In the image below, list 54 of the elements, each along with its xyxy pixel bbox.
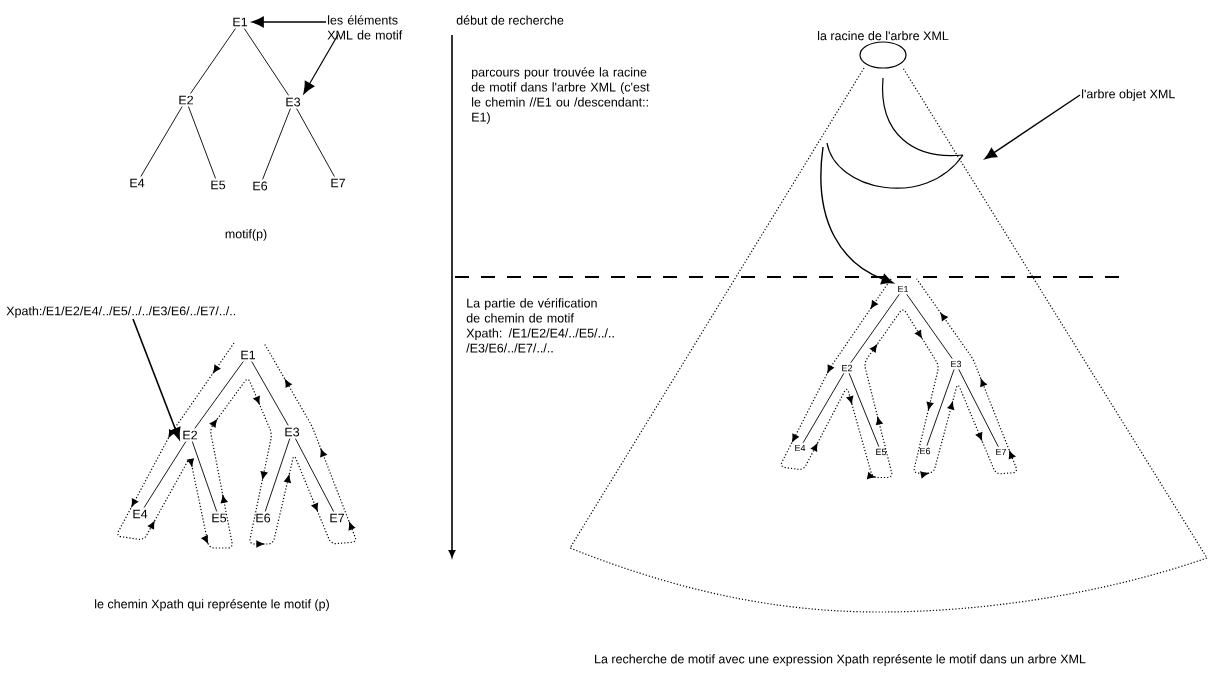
tree-node-label: E4	[130, 178, 145, 188]
tree-node-label: E5	[211, 180, 226, 190]
leader-line	[132, 318, 181, 440]
note-text: parcours pour trouvée la racine de motif dans l'arbre XML (c'est le chemin //E1 ou /descendant:: E1)	[471, 67, 650, 124]
tree-node-label: E1	[233, 17, 248, 27]
tree-node-label: E1	[898, 285, 909, 293]
tree-line	[251, 361, 289, 426]
tree-line	[850, 293, 900, 364]
tree-line	[190, 28, 236, 94]
tree-node-label: E2	[183, 430, 197, 440]
note-text: motif(p)	[225, 229, 267, 241]
tree-node-label: E6	[256, 513, 271, 523]
tree-line	[926, 368, 955, 447]
tree-line	[191, 441, 218, 512]
tree-node-label: E2	[179, 95, 193, 105]
tree-line	[264, 438, 291, 512]
note-text: début de recherche	[456, 15, 564, 25]
tree-node-label: E4	[795, 444, 806, 452]
tree-line	[848, 372, 880, 448]
leader-line	[251, 16, 327, 28]
tree-node-label: E3	[951, 360, 962, 368]
callout-text: l'arbre objet XML	[1082, 89, 1175, 101]
tree-line	[194, 361, 244, 429]
tree-line	[958, 368, 999, 448]
xpath-text: Xpath:/E1/E2/E4/../E5/../../E3/E6/../E7/../..	[6, 306, 236, 318]
tree-line	[143, 441, 187, 508]
leader-line	[303, 34, 339, 95]
tree-line	[906, 293, 953, 360]
tree-line	[188, 106, 216, 179]
tree-node-label: E6	[920, 447, 931, 455]
tree-node-label: E3	[285, 427, 300, 437]
tree-node-label: E3	[286, 97, 301, 107]
arrow	[820, 146, 894, 285]
leader-line	[984, 94, 1081, 160]
note-text: La partie de vérification de chemin de motif Xpath: /E1/E2/E4/../E5/../.. /E3/E6/../E7/../..	[466, 298, 614, 353]
tree-line	[802, 372, 845, 444]
tree-node-label: E2	[842, 364, 853, 372]
callout-text: les éléments XML de motif	[327, 15, 403, 40]
tree-line	[296, 108, 335, 177]
tree-node-label: E5	[212, 513, 227, 523]
tree-node-label: E4	[133, 509, 148, 519]
tree-node-label: E7	[330, 513, 344, 523]
node-label: la racine de l'arbre XML	[818, 31, 949, 41]
tree-line	[140, 106, 183, 177]
tree-line	[243, 28, 290, 96]
tree-line	[295, 438, 335, 512]
tree-node-label: E5	[876, 448, 887, 456]
tree-line	[262, 108, 291, 180]
tree-node-label: E7	[996, 448, 1007, 456]
note-text: le chemin Xpath qui représente le motif (p)	[95, 599, 329, 611]
tree-node-label: E7	[331, 178, 345, 188]
tree-node-label: E1	[241, 350, 256, 360]
caption-text: La recherche de motif avec une expression Xpath représente le motif dans un arbre XML	[595, 654, 1086, 666]
tree-node-label: E6	[253, 181, 268, 191]
